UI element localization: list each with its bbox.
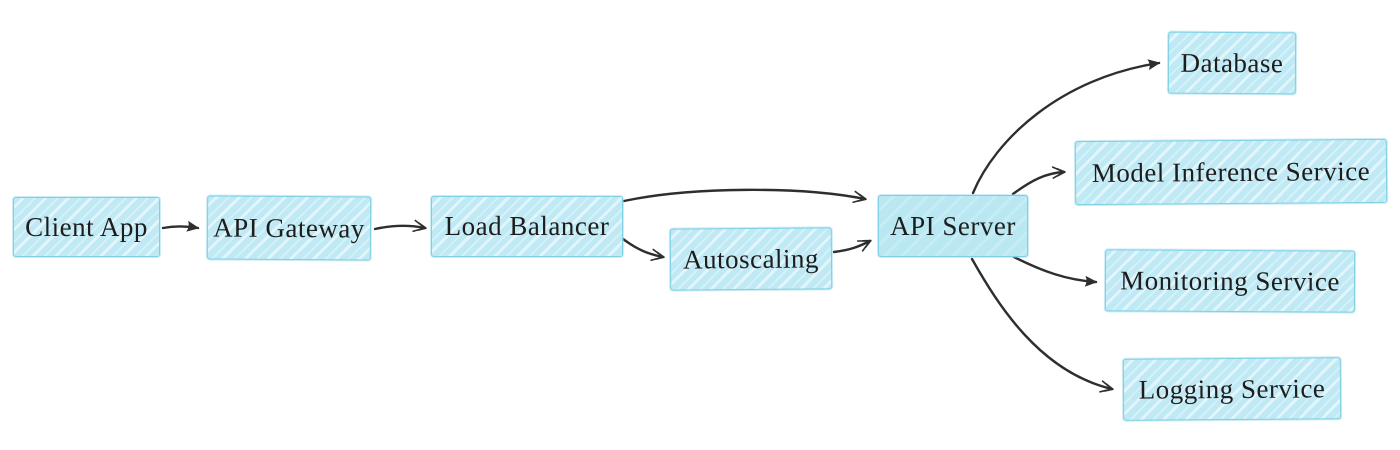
node-autoscaling: Autoscaling	[669, 227, 833, 291]
node-load-balancer-label: Load Balancer	[444, 211, 610, 241]
node-api-gateway: API Gateway	[206, 195, 372, 261]
node-model-inference-service: Model Inference Service	[1074, 138, 1388, 206]
node-model-inference-service-label: Model Inference Service	[1091, 155, 1371, 188]
node-monitoring-service-label: Monitoring Service	[1120, 264, 1340, 297]
node-api-gateway-label: API Gateway	[213, 211, 365, 244]
edge-load-balancer-to-api-server	[622, 188, 867, 204]
edge-api-server-to-model-inference-service	[1011, 166, 1066, 196]
node-client-app: Client App	[13, 197, 160, 257]
edge-client-app-to-api-gateway	[161, 220, 200, 232]
node-monitoring-service: Monitoring Service	[1104, 249, 1356, 313]
node-database-label: Database	[1180, 47, 1284, 78]
node-database: Database	[1167, 31, 1297, 95]
edge-api-server-to-database	[971, 59, 1161, 195]
node-autoscaling-label: Autoscaling	[682, 242, 820, 275]
node-load-balancer: Load Balancer	[431, 196, 623, 257]
node-logging-service: Logging Service	[1122, 357, 1342, 421]
node-logging-service-label: Logging Service	[1138, 372, 1326, 405]
node-api-server-label: API Server	[890, 210, 1016, 241]
node-api-server: API Server	[878, 195, 1028, 257]
edge-api-server-to-monitoring-service	[1012, 255, 1098, 287]
edge-api-server-to-logging-service	[970, 257, 1114, 393]
edge-autoscaling-to-api-server	[832, 239, 872, 254]
node-client-app-label: Client App	[25, 211, 148, 242]
edge-api-gateway-to-load-balancer	[373, 219, 427, 233]
edge-load-balancer-to-autoscaling	[621, 237, 665, 262]
